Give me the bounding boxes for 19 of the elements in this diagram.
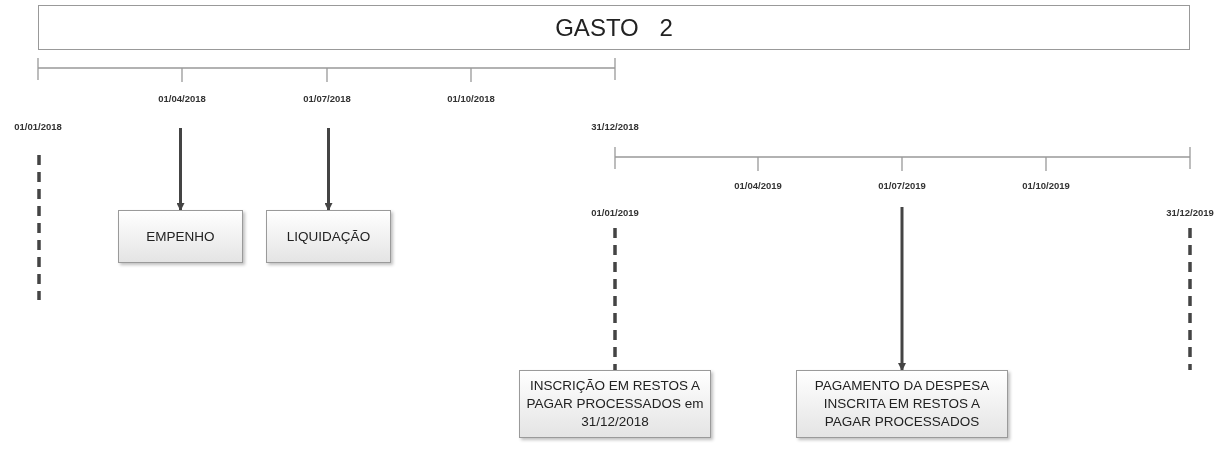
arrow: [324, 128, 333, 211]
date-label: 01/01/2019: [591, 207, 639, 218]
date-label: 31/12/2018: [591, 121, 639, 132]
date-label: 01/07/2018: [303, 93, 351, 104]
date-label: 31/12/2019: [1166, 207, 1214, 218]
event-box: PAGAMENTO DA DESPESA INSCRITA EM RESTOS A PAGAR PROCESSADOS: [796, 370, 1008, 438]
date-label: 01/04/2018: [158, 93, 206, 104]
date-label: 01/10/2019: [1022, 180, 1070, 191]
arrow: [176, 128, 185, 211]
arrow: [898, 207, 906, 371]
date-label: 01/10/2018: [447, 93, 495, 104]
title-banner: GASTO 2: [38, 5, 1190, 50]
event-box: LIQUIDAÇÃO: [266, 210, 391, 263]
event-box: EMPENHO: [118, 210, 243, 263]
date-label: 01/07/2019: [878, 180, 926, 191]
event-box: INSCRIÇÃO EM RESTOS A PAGAR PROCESSADOS em 31/12/2018: [519, 370, 711, 438]
date-label: 01/04/2019: [734, 180, 782, 191]
dashed-marker-line: [613, 228, 617, 370]
date-label: 01/01/2018: [14, 121, 62, 132]
